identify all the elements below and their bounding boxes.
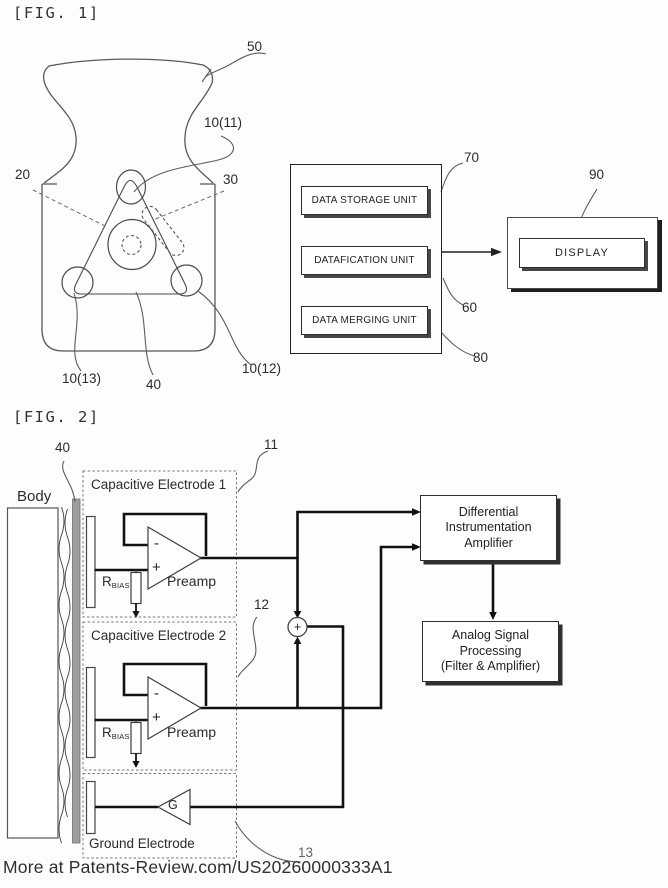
triangle-plate <box>73 179 188 295</box>
leader-10-12 <box>197 290 252 366</box>
leader-13 <box>234 820 302 863</box>
data-storage-unit-label: DATA STORAGE UNIT <box>311 195 418 206</box>
preamp2-plus-input: + <box>152 709 161 726</box>
analog-processing-box: Analog Signal Processing (Filter & Ampli… <box>422 621 559 682</box>
device-base-outline <box>41 184 216 352</box>
preamp2-minus-input: - <box>154 685 159 702</box>
data-merging-unit-label: DATA MERGING UNIT <box>312 315 417 326</box>
leader-70 <box>440 162 464 193</box>
electrode-left-circle <box>61 266 94 299</box>
leader-20 <box>32 189 108 228</box>
preamp1-triangle <box>147 525 203 591</box>
ref-70: 70 <box>464 150 480 165</box>
leader-50 <box>204 52 267 78</box>
leader-30 <box>152 190 225 221</box>
cap-electrode2-box <box>82 621 237 771</box>
ref-50: 50 <box>247 39 263 54</box>
fig1-device-drawing <box>32 52 598 376</box>
preamp1-plus-input: + <box>152 559 161 576</box>
display-box: DISPLAY <box>519 238 645 268</box>
leader-40 <box>135 291 154 376</box>
leader-80 <box>441 332 475 357</box>
electrode-bar-ground <box>85 780 96 835</box>
rbias2-label: RBIAS <box>102 725 130 741</box>
preamp2-label: Preamp <box>167 724 217 740</box>
datafication-unit-box: DATAFICATION UNIT <box>301 246 428 275</box>
watermark-text: More at Patents-Review.com/US20260000333… <box>3 857 393 877</box>
leader-10-13 <box>73 292 82 372</box>
ground-electrode-label: Ground Electrode <box>89 836 195 851</box>
ref-60: 60 <box>462 300 478 315</box>
center-dashed-circle <box>121 234 142 256</box>
rbias2-resistor <box>130 721 142 755</box>
rbias1-label: RBIAS <box>102 574 130 590</box>
ref-13: 13 <box>298 845 314 860</box>
summing-junction <box>287 616 308 638</box>
data-merging-unit-box: DATA MERGING UNIT <box>301 306 428 335</box>
ref-80: 80 <box>473 350 489 365</box>
capsule-dashed <box>141 205 185 257</box>
ground-electrode-box <box>82 773 237 859</box>
gain-triangle <box>156 788 191 826</box>
signal-wires <box>94 510 495 809</box>
electrode-top-circle <box>115 169 147 205</box>
fig2-heading: [FIG. 2] <box>13 408 100 426</box>
ref-30: 30 <box>223 172 239 187</box>
leader-11 <box>237 450 269 493</box>
fig1-heading: [FIG. 1] <box>13 4 100 22</box>
controller-outer-box <box>290 164 442 354</box>
summing-plus-sign: + <box>293 619 302 634</box>
cap-electrode1-box <box>82 470 237 618</box>
ref-40-fig1: 40 <box>146 377 162 392</box>
electrode-bar-2 <box>85 666 96 759</box>
preamp1-label: Preamp <box>167 573 217 589</box>
display-label: DISPLAY <box>554 247 610 259</box>
preamp2-triangle <box>147 675 203 741</box>
leader-60 <box>442 277 464 306</box>
center-circle <box>107 218 157 271</box>
ref-10-13: 10(13) <box>62 371 102 386</box>
ref-12: 12 <box>254 597 270 612</box>
preamp1-minus-input: - <box>154 535 159 552</box>
skin-squiggles <box>58 506 71 844</box>
fig2-circuit-drawing <box>6 450 497 863</box>
ref-90: 90 <box>589 167 605 182</box>
leader-10-11 <box>133 135 234 193</box>
leader-fig2-40 <box>62 460 76 503</box>
gain-label: G <box>168 798 178 812</box>
body-rect <box>6 507 59 839</box>
cap-electrode2-label: Capacitive Electrode 2 <box>91 628 227 643</box>
diff-amp-box: Differential Instrumentation Amplifier <box>420 495 557 561</box>
rbias1-resistor <box>130 571 142 605</box>
body-label: Body <box>17 488 52 505</box>
ref-10-12: 10(12) <box>242 361 282 376</box>
ref-11: 11 <box>264 437 279 452</box>
electrode-bar-1 <box>85 515 96 609</box>
device-housing-outline <box>42 58 214 184</box>
cap-electrode1-label: Capacitive Electrode 1 <box>91 477 227 492</box>
electrode-strip <box>72 498 81 844</box>
datafication-unit-label: DATAFICATION UNIT <box>314 255 415 266</box>
leader-12 <box>237 616 258 678</box>
data-storage-unit-box: DATA STORAGE UNIT <box>301 186 428 215</box>
electrode-right-circle <box>170 264 203 297</box>
ref-20: 20 <box>15 167 31 182</box>
arrowheads <box>132 508 497 768</box>
ref-10-11: 10(11) <box>204 115 243 130</box>
ref-40-fig2: 40 <box>55 440 71 455</box>
